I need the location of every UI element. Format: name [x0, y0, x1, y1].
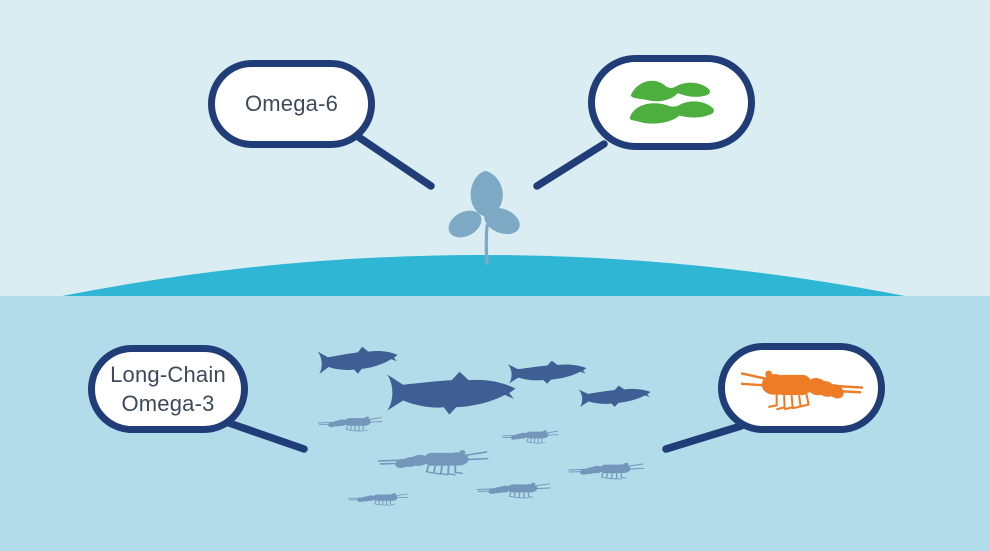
omega3-label: Long-Chain Omega-3: [110, 360, 226, 418]
krill-swarm: [317, 415, 645, 506]
sprout-left-leaf: [448, 210, 482, 238]
hill-mound: [62, 255, 905, 296]
omega6-source-bubble: [588, 55, 755, 150]
sprout-right-leaf: [484, 207, 520, 235]
omega3-label-line2: Omega-3: [121, 391, 215, 416]
krill-silhouette: [347, 492, 409, 506]
omega6-bubble-tail: [353, 132, 435, 190]
krill-silhouette: [476, 481, 551, 499]
fish-silhouette: [387, 371, 516, 415]
fish-silhouette: [507, 359, 588, 386]
omega3-label-line1: Long-Chain: [110, 361, 226, 387]
krill-silhouette: [317, 415, 383, 432]
krill-bubble-tail: [662, 422, 745, 453]
krill-silhouette: [567, 462, 645, 480]
fish-school: [317, 344, 652, 415]
bubble-tails: [225, 132, 745, 453]
fish-silhouette: [578, 383, 652, 409]
krill-silhouette: [377, 449, 489, 476]
omega3-source-bubble: [718, 343, 885, 433]
sprout-top-leaf: [470, 171, 503, 217]
krill-silhouette: [501, 429, 559, 444]
soybean-pods-icon: [629, 80, 714, 124]
pods-bubble-tail: [533, 140, 608, 190]
omega6-bubble: Omega-6: [208, 60, 375, 148]
omega3-bubble: Long-Chain Omega-3: [88, 345, 248, 433]
omega6-label: Omega-6: [244, 91, 339, 117]
krill-icon: [740, 368, 863, 410]
omega3-bubble-tail: [225, 419, 308, 453]
fish-silhouette: [317, 344, 399, 377]
sprout-plant: [448, 171, 520, 265]
